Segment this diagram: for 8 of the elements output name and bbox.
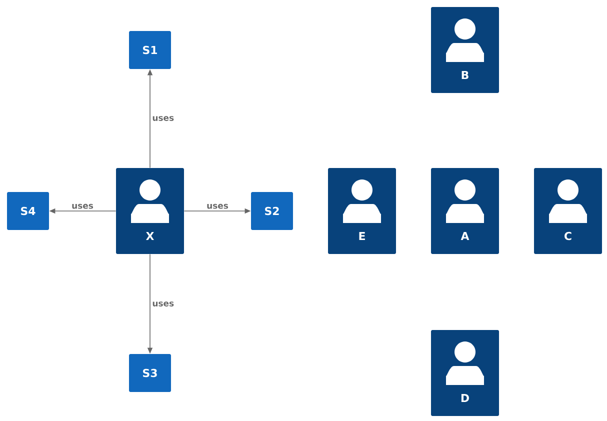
edge-label: uses xyxy=(206,202,230,210)
system-box: S4 xyxy=(7,192,49,230)
system-box: S2 xyxy=(251,192,293,230)
system-box: S3 xyxy=(129,354,171,392)
system-box: S1 xyxy=(129,31,171,69)
edge-label: uses xyxy=(151,300,176,308)
edge-label: uses xyxy=(70,202,94,210)
edge-label: uses xyxy=(151,115,176,122)
